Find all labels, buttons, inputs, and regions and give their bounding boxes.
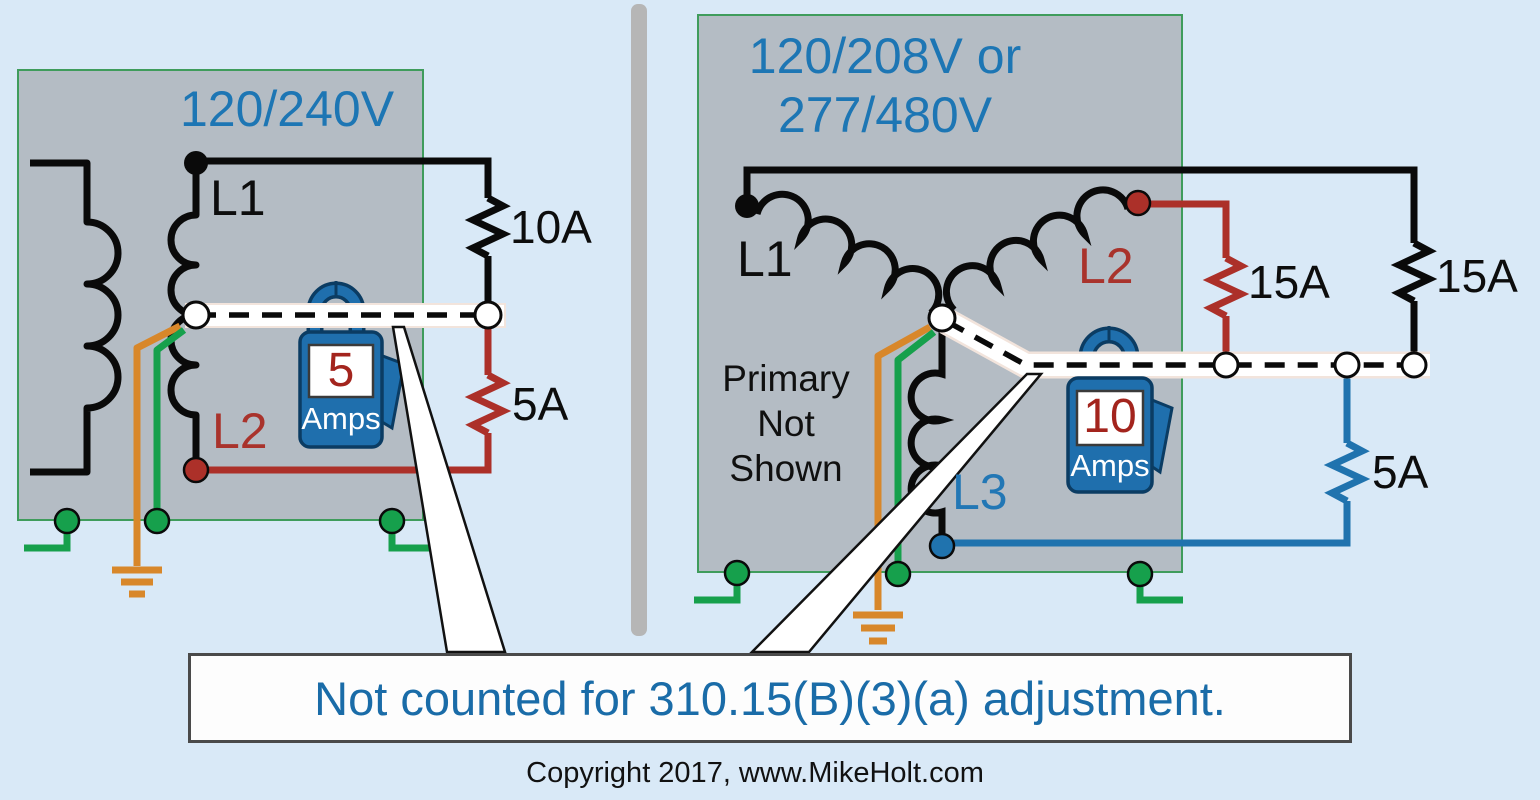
left-primary-winding (30, 159, 122, 476)
ground-terminal-dot (53, 507, 81, 535)
right-clamp-value: 10 (1083, 390, 1137, 443)
right-clamp-hook-icon (1078, 326, 1140, 387)
left-resistor-10a-label: 10A (510, 201, 592, 253)
right-l1-wire (743, 166, 1418, 243)
left-equipment-ground-wire (153, 327, 187, 512)
left-ground-hook-icon-2 (388, 532, 435, 552)
right-l2-terminal-dot (1124, 189, 1152, 217)
right-neutral-node (1212, 351, 1240, 379)
right-neutral-node (1400, 351, 1428, 379)
right-resistor-5a-label: 5A (1372, 446, 1429, 498)
left-resistor-5a-label: 5A (512, 378, 569, 430)
ground-terminal-dot (1126, 560, 1154, 588)
left-voltage-title: 120/240V (179, 81, 395, 137)
right-l1-label: L1 (737, 231, 793, 287)
right-resistor-15a-line-label: 15A (1436, 250, 1518, 302)
left-clamp-meter (298, 330, 406, 449)
left-ground-hook-icon (24, 532, 71, 552)
left-l1-wire (196, 157, 492, 198)
primary-note-line1: Primary (722, 358, 850, 399)
right-l3-terminal-dot (928, 532, 956, 560)
callout-text: Not counted for 310.15(B)(3)(a) adjustme… (314, 671, 1226, 725)
left-l2-terminal-dot (182, 456, 210, 484)
right-resistor-15a-l2-label: 15A (1248, 256, 1330, 308)
right-voltage-title-line2: 277/480V (777, 87, 993, 143)
right-l2-label: L2 (1078, 238, 1134, 294)
ground-terminal-dot (143, 507, 171, 535)
left-clamp-value: 5 (327, 344, 355, 397)
left-l1-terminal-dot (184, 151, 208, 175)
ground-terminal-dot (884, 560, 912, 588)
divider-bar (631, 4, 647, 636)
primary-note-line2: Not (757, 403, 815, 444)
right-resistor-15a-l2 (1202, 254, 1250, 320)
right-l1-winding (753, 190, 943, 316)
right-l2-winding (942, 186, 1132, 313)
right-resistor-15a-line (1390, 239, 1438, 305)
right-clamp-unit: Amps (1070, 448, 1150, 483)
left-l1-label: L1 (210, 170, 266, 226)
left-ground-electrode-icon (112, 566, 162, 598)
right-l2-wire (1150, 200, 1230, 258)
right-voltage-title-line1: 120/208V or (748, 28, 1022, 84)
left-neutral-node (181, 300, 211, 330)
right-l1-terminal-dot (735, 194, 759, 218)
right-clamp-meter (1066, 376, 1174, 494)
callout-box: Not counted for 310.15(B)(3)(a) adjustme… (188, 653, 1352, 743)
left-resistor-10a (464, 194, 512, 260)
right-l3-label: L3 (952, 464, 1008, 520)
right-callout-pointer (749, 372, 1044, 654)
copyright-text: Copyright 2017, www.MikeHolt.com (526, 757, 984, 789)
right-neutral-node (1333, 351, 1361, 379)
ground-terminal-dot (378, 507, 406, 535)
left-l2-wire-lower (208, 433, 492, 474)
right-ground-hook-icon (694, 585, 741, 604)
right-equipment-ground-wire (894, 329, 937, 564)
primary-note-line3: Shown (729, 448, 843, 489)
left-neutral-node (473, 300, 503, 330)
left-callout-pointer (391, 325, 507, 654)
right-ground-electrode-icon (853, 611, 903, 645)
right-neutral-bar (940, 311, 1430, 376)
left-resistor-5a (464, 371, 512, 437)
right-neutral-node-center (927, 303, 957, 333)
left-l2-label: L2 (212, 403, 268, 459)
left-clamp-unit: Amps (301, 401, 381, 436)
ground-terminal-dot (723, 559, 751, 587)
left-grounding-electrode-conductor (133, 322, 182, 566)
right-ground-hook-icon-2 (1136, 585, 1183, 604)
right-resistor-5a (1323, 439, 1371, 505)
right-l3-wire-lower (954, 501, 1351, 547)
